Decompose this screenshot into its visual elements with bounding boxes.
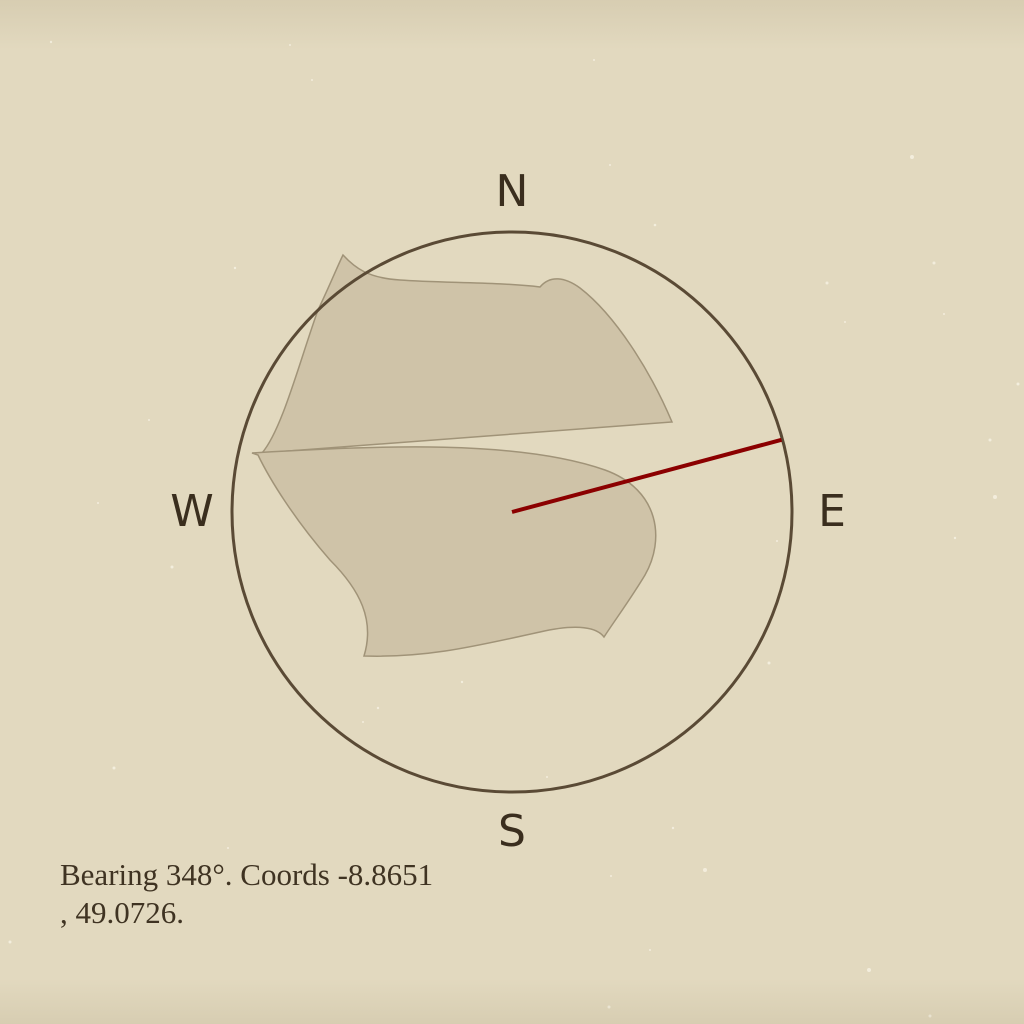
compass-ring xyxy=(230,230,794,794)
south-label: S xyxy=(498,806,526,857)
bearing-needle xyxy=(511,437,783,514)
readout-line-1: Bearing 348°. Coords -8.8651 xyxy=(60,857,434,892)
landmass-south xyxy=(251,446,657,657)
landmass-layer xyxy=(251,253,674,657)
east-label: E xyxy=(818,486,846,537)
landmass-north xyxy=(260,253,674,454)
bearing-coords-readout: Bearing 348°. Coords -8.8651 , 49.0726. xyxy=(60,856,460,932)
readout-line-2: , 49.0726. xyxy=(60,895,184,930)
north-label: N xyxy=(495,166,529,217)
west-label: W xyxy=(170,486,214,537)
